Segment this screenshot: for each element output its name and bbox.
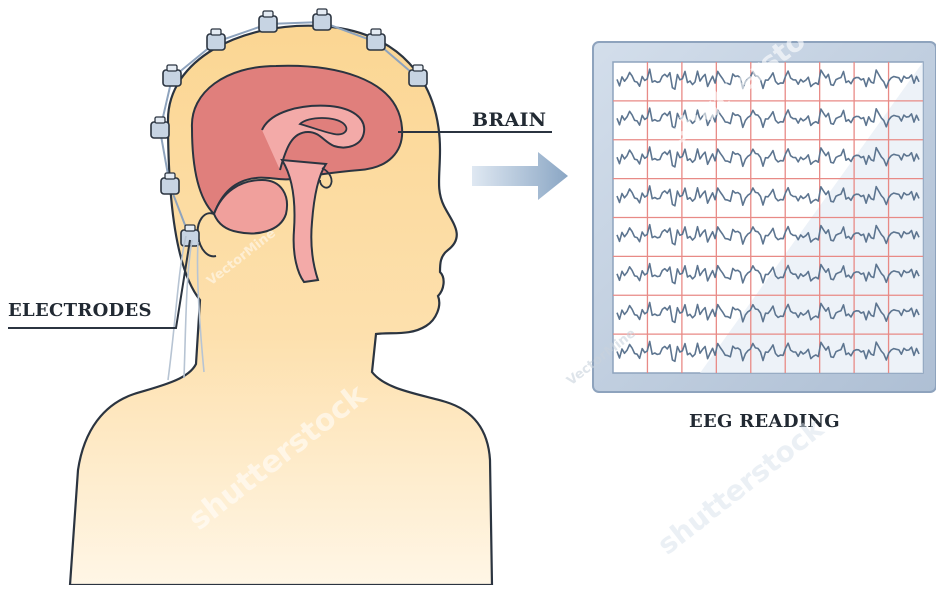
electrode [207, 29, 225, 50]
electrode [163, 65, 181, 86]
electrode [259, 11, 277, 32]
electrode [151, 117, 169, 138]
direction-arrow [472, 152, 568, 200]
electrode [313, 9, 331, 30]
electrode [367, 29, 385, 50]
brain-label: BRAIN [472, 109, 546, 131]
eeg-reading-label: EEG READING [689, 411, 840, 432]
electrodes-label: ELECTRODES [8, 300, 152, 321]
